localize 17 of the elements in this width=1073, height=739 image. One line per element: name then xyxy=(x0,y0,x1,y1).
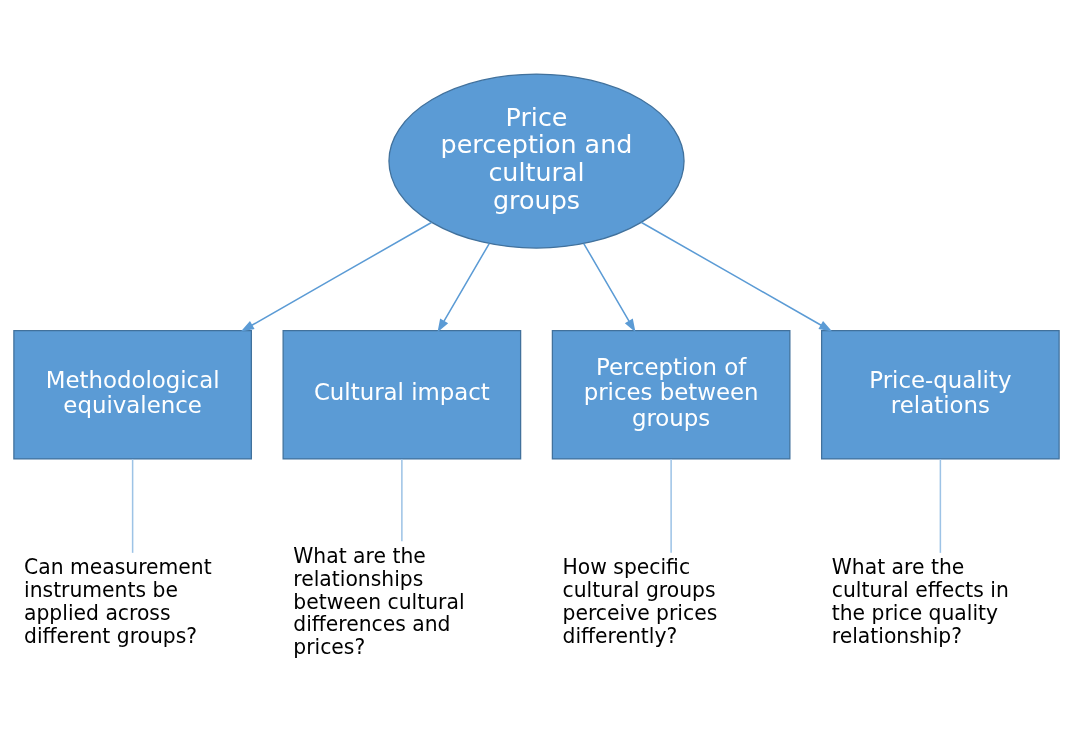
node-box: Methodological equivalence xyxy=(13,329,252,460)
node-text: What are the relationships between cultural differences and prices? xyxy=(293,543,465,659)
arrow xyxy=(640,221,833,332)
connector xyxy=(939,457,942,554)
connector xyxy=(131,457,134,554)
node-ellipse: Price perception and cultural groups xyxy=(388,72,685,249)
node-box: Perception of prices between groups xyxy=(551,329,791,460)
connector xyxy=(401,457,403,542)
node-text: How specific cultural groups perceive prices differently? xyxy=(562,554,718,648)
arrow xyxy=(240,221,433,332)
connector xyxy=(670,457,672,554)
node-text: What are the cultural effects in the price quality relationship? xyxy=(831,554,1009,648)
arrow xyxy=(437,242,490,332)
node-box: Price-quality relations xyxy=(821,329,1060,460)
node-text: Can measurement instruments be applied across different groups? xyxy=(24,554,212,648)
arrow xyxy=(583,242,636,332)
node-box: Cultural impact xyxy=(282,329,522,460)
